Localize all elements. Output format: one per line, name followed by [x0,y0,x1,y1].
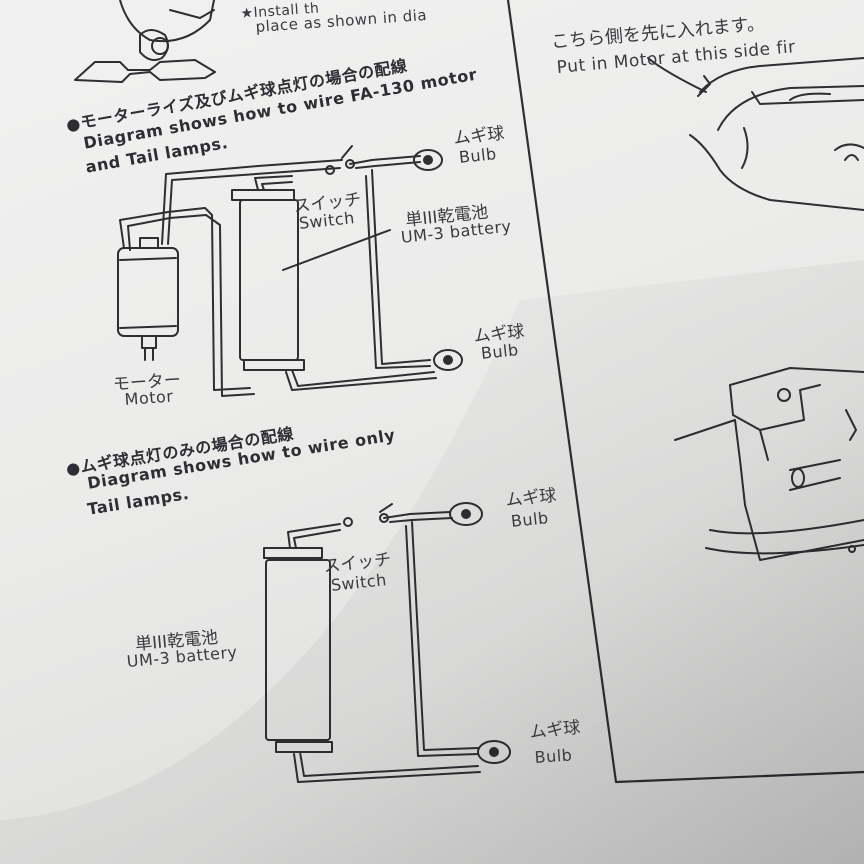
s2-bulb-bottom-jp: ムギ球 [528,717,582,743]
motor-unit-drawing [674,57,864,561]
s2-bulb-top-jp: ムギ球 [504,485,558,511]
panel-border [506,0,864,784]
wiring-diagram-1 [117,145,463,397]
s1-bulb-bottom-en: Bulb [480,340,520,363]
s1-motor-en: Motor [124,386,174,409]
s1-bulb-top-en: Bulb [458,144,498,167]
s2-bulb-top-en: Bulb [510,508,550,531]
s1-bulb-top-jp: ムギ球 [452,123,506,149]
s2-bulb-bottom-en: Bulb [534,745,573,767]
top-illustration [74,0,216,83]
